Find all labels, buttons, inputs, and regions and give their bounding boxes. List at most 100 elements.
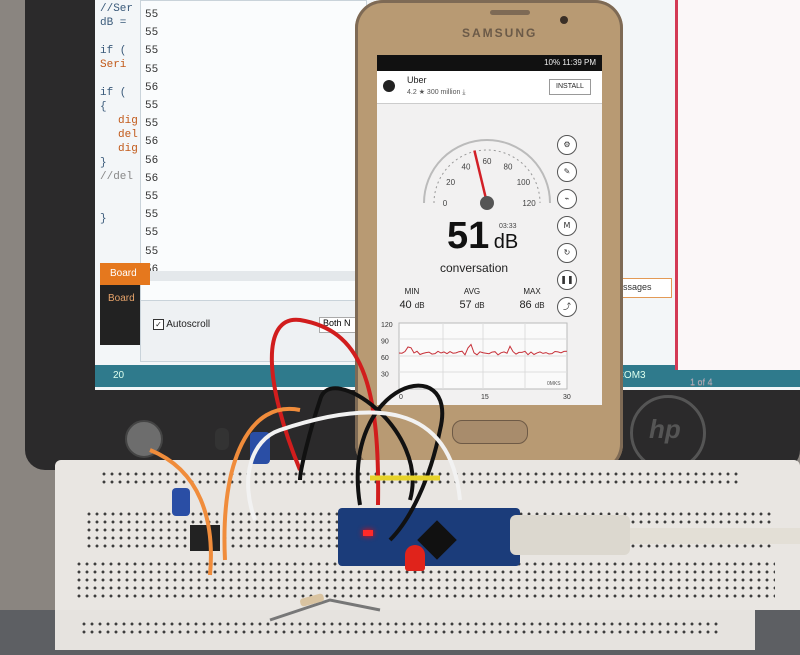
graph-y-label: 90 — [381, 339, 389, 346]
phone-brand: SAMSUNG — [462, 26, 538, 40]
serial-line: 56 — [145, 136, 159, 149]
code-line: del — [118, 129, 138, 141]
code-editor: //Ser dB = if ( Seri if ( { dig del dig … — [100, 2, 138, 226]
resistor — [300, 593, 324, 607]
star-icon: ★ — [418, 89, 425, 96]
graph-x-label: 15 — [481, 394, 489, 401]
ad-banner[interactable]: Uber 4.2 ★ 300 million ⤓ INSTALL — [377, 71, 602, 104]
arduino-nano — [338, 508, 520, 566]
red-led — [405, 545, 425, 571]
db-value: 51 — [447, 215, 490, 257]
transistor — [215, 428, 229, 450]
graph-series — [398, 343, 568, 356]
code-line: { — [100, 101, 107, 113]
gauge-tick-label: 40 — [462, 163, 471, 172]
pause-icon[interactable]: ❚❚ — [557, 270, 577, 290]
phone-screen: 10% 11:39 PM Uber 4.2 ★ 300 million ⤓ IN… — [377, 55, 602, 405]
messages-label: or messages — [600, 282, 652, 292]
stat-label: MIN — [404, 287, 420, 296]
console-panel: Board — [100, 285, 140, 345]
status-line-number: 20 — [113, 370, 125, 381]
stat-unit: dB — [534, 301, 545, 310]
serial-line: 56 — [145, 81, 159, 94]
serial-line: 55 — [145, 100, 159, 113]
usb-cable — [620, 528, 800, 544]
black-wire-2 — [298, 386, 415, 501]
horizontal-scrollbar[interactable] — [141, 271, 366, 281]
stat-min: MIN 40 dB — [387, 287, 437, 311]
serial-monitor: 55 55 55 55 56 55 55 56 56 56 55 55 55 5… — [140, 0, 367, 302]
uber-logo-icon — [383, 80, 395, 92]
graph-x-label: 0 — [399, 394, 403, 401]
tool-column: ⚙ ✎ ⌁ M ↻ ❚❚ ⤴ — [557, 135, 579, 324]
phone-status-text: 10% 11:39 PM — [544, 58, 596, 67]
front-camera-icon — [560, 16, 568, 24]
graph-grid — [399, 323, 567, 389]
autoscroll-checkbox[interactable]: ✓ Autoscroll — [153, 319, 210, 330]
line-ending-value: Both N — [323, 318, 351, 328]
serial-line: 55 — [145, 227, 159, 240]
stat-label: MAX — [523, 287, 541, 296]
share-icon[interactable]: ⤴ — [557, 297, 577, 317]
orange-wire-2 — [149, 448, 213, 576]
home-button[interactable] — [452, 420, 528, 444]
stat-max: MAX 86 dB — [507, 287, 557, 311]
page-indicator-label: 1 of 4 — [690, 377, 713, 387]
serial-line: 55 — [145, 118, 159, 131]
stat-value: 86 — [519, 299, 532, 311]
document-panel: 1 of 4 — [675, 0, 800, 388]
code-line: dig — [118, 143, 138, 155]
serial-line: 56 — [145, 154, 159, 167]
mode-icon[interactable]: M — [557, 216, 577, 236]
db-reading: 51 dB — [447, 215, 518, 258]
console-text: Board — [108, 293, 135, 304]
code-line: if ( — [100, 45, 127, 57]
serial-line: 55 — [145, 63, 159, 76]
download-icon: ⤓ — [462, 89, 466, 96]
stat-unit: dB — [474, 301, 485, 310]
stat-label: AVG — [463, 287, 481, 296]
code-line: dB = — [100, 17, 127, 29]
board-tab[interactable]: Board — [100, 263, 150, 285]
ad-meta: 4.2 ★ 300 million ⤓ — [407, 88, 465, 97]
earpiece — [490, 10, 530, 15]
stat-value: 57 — [459, 299, 472, 311]
calibrate-icon[interactable]: ⌁ — [557, 189, 577, 209]
graph-x-label: 30 — [563, 394, 571, 401]
gauge-needle — [473, 150, 489, 204]
elapsed-time: 03:33 — [499, 223, 517, 230]
gauge-tick-label: 100 — [517, 178, 531, 187]
gear-icon[interactable]: ⚙ — [557, 135, 577, 155]
orange-wire — [222, 406, 301, 561]
wrench-icon[interactable]: ✎ — [557, 162, 577, 182]
gauge-tick-label: 20 — [446, 178, 455, 187]
stat-value: 40 — [399, 299, 412, 311]
graph-y-label: 60 — [381, 355, 389, 362]
autoscroll-label: Autoscroll — [166, 319, 211, 330]
serial-line: 56 — [145, 172, 159, 185]
code-line: //del — [100, 171, 134, 183]
gauge-hub — [480, 196, 494, 210]
code-line: Seri — [100, 59, 127, 71]
ad-downloads: 300 million — [426, 89, 461, 96]
serial-line: 55 — [145, 9, 159, 21]
hp-logo-text: hp — [649, 414, 681, 444]
usb-connector — [510, 515, 630, 555]
serial-line: 55 — [145, 45, 159, 58]
terminal-strip-bottom — [75, 560, 775, 600]
code-line: //Ser — [100, 3, 134, 15]
serial-line: 55 — [145, 245, 159, 258]
phone-status-bar: 10% 11:39 PM — [377, 55, 602, 71]
install-button[interactable]: INSTALL — [549, 79, 591, 95]
gauge-arc — [423, 139, 551, 204]
serial-line: 55 — [145, 27, 159, 40]
gauge-tick-label: 80 — [504, 163, 513, 172]
code-line: } — [100, 213, 107, 225]
db-unit: dB — [493, 231, 519, 253]
reset-icon[interactable]: ↻ — [557, 243, 577, 263]
code-line: dig — [118, 115, 138, 127]
black-wire — [355, 383, 445, 542]
graph-y-label: 120 — [381, 322, 393, 329]
